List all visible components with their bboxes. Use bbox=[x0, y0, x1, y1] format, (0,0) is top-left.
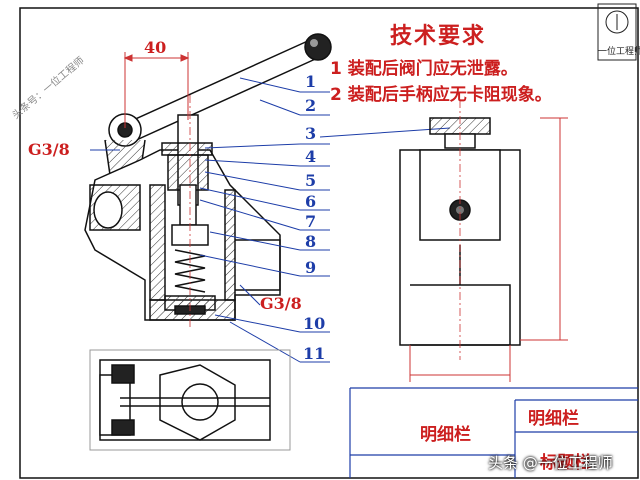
logo-caption: 一位工程师 bbox=[598, 47, 640, 57]
requirements-title: 技术要求 bbox=[390, 24, 487, 49]
dimension-label-40: 40 bbox=[144, 38, 167, 57]
handle-knob bbox=[304, 33, 332, 61]
thread-label-right: G3/8 bbox=[260, 294, 302, 313]
side-dimension bbox=[409, 117, 568, 382]
parts-list-label-right: 明细栏 bbox=[528, 409, 579, 429]
main-view bbox=[84, 33, 332, 330]
part-number-7: 7 bbox=[305, 212, 317, 231]
title-bar-label: 标题栏 bbox=[540, 453, 591, 473]
leader-lines bbox=[90, 77, 451, 363]
parts-list-label-left: 明细栏 bbox=[420, 425, 471, 445]
side-view bbox=[399, 100, 521, 360]
title-block bbox=[349, 387, 638, 478]
part-number-6: 6 bbox=[305, 192, 317, 211]
part-number-11: 11 bbox=[303, 344, 326, 363]
part-number-5: 5 bbox=[305, 171, 317, 190]
top-view bbox=[89, 349, 291, 451]
part-number-3: 3 bbox=[305, 124, 317, 143]
part-number-4: 4 bbox=[305, 147, 317, 166]
part-number-10: 10 bbox=[303, 314, 326, 333]
dimension-40 bbox=[123, 52, 190, 128]
part-number-9: 9 bbox=[305, 258, 317, 277]
part-number-8: 8 bbox=[305, 232, 317, 251]
logo-stamp bbox=[597, 3, 637, 61]
requirement-1: 1 装配后阀门应无泄露。 bbox=[330, 59, 518, 79]
source-credit: 头条 @一位工程师 bbox=[488, 454, 613, 472]
sheet-border bbox=[19, 7, 639, 479]
requirement-2: 2 装配后手柄应无卡阻现象。 bbox=[330, 85, 552, 105]
part-number-1: 1 bbox=[305, 72, 317, 91]
part-number-2: 2 bbox=[305, 96, 317, 115]
thread-label-left: G3/8 bbox=[28, 140, 70, 159]
